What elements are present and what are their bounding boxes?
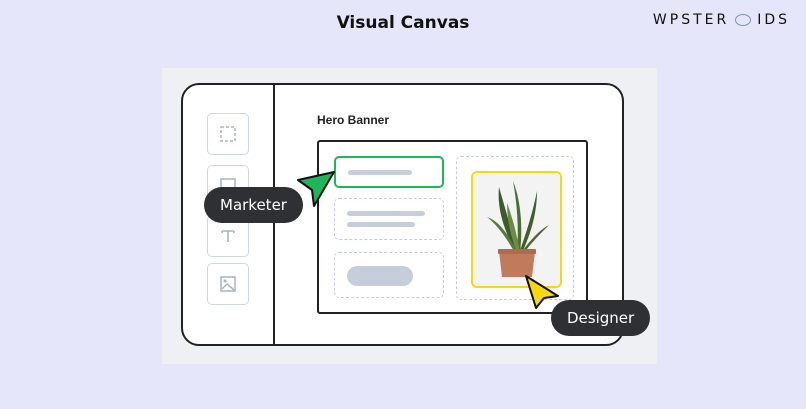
image-block[interactable] — [456, 156, 574, 300]
designer-label: Designer — [567, 309, 635, 327]
designer-tag: Designer — [551, 300, 651, 336]
marketer-cursor-icon — [297, 171, 335, 207]
marketer-tag: Marketer — [204, 187, 303, 223]
headline-block[interactable] — [334, 156, 444, 188]
designer-cursor-icon — [525, 275, 559, 309]
text-icon — [221, 230, 235, 242]
hero-banner-frame[interactable] — [317, 140, 588, 314]
section-label: Hero Banner — [317, 113, 390, 127]
potted-plant-image — [473, 173, 560, 286]
headline-placeholder-line — [348, 170, 412, 175]
brand-logo: WPSTER IDS — [653, 12, 790, 28]
tool-image[interactable] — [207, 263, 249, 305]
body-placeholder-line-2 — [347, 222, 415, 227]
button-placeholder — [347, 266, 413, 286]
brand-text-after: IDS — [757, 12, 790, 28]
marketer-label: Marketer — [220, 196, 287, 214]
page-title: Visual Canvas — [336, 13, 470, 33]
brand-text-before: WPSTER — [652, 12, 730, 28]
plant-image-frame[interactable] — [471, 171, 562, 288]
selection-frame-icon — [220, 126, 236, 142]
body-text-block[interactable] — [334, 198, 444, 240]
brand-o-icon — [735, 14, 752, 26]
image-icon — [220, 276, 236, 292]
tool-selection[interactable] — [207, 113, 249, 155]
body-placeholder-line-1 — [347, 211, 425, 216]
button-block[interactable] — [334, 252, 444, 298]
